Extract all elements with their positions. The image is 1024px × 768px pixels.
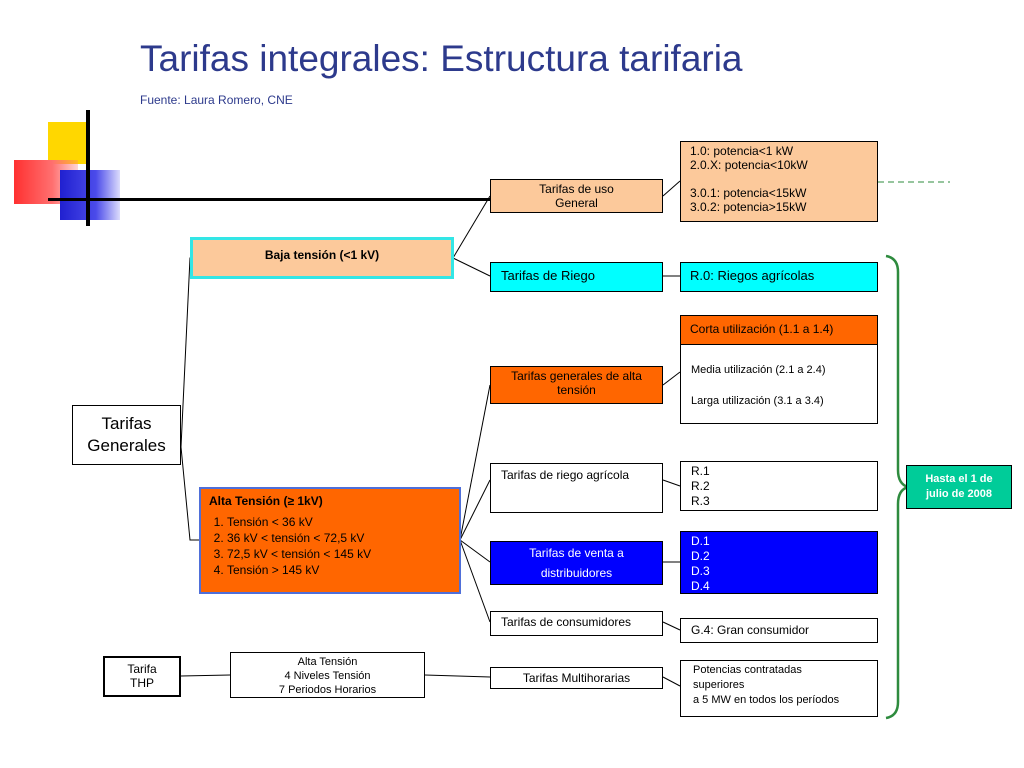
connector-multihorarias-detail [662, 676, 681, 687]
multihorarias-detail: Potencias contratadas superiores a 5 MW … [680, 660, 878, 717]
venta-distribuidores-box: Tarifas de venta a distribuidores [490, 541, 663, 585]
uso-general-line2: General [555, 196, 598, 210]
riego-agricola-detail: R.1 R.2 R.3 [680, 461, 878, 511]
connector-alta-venta [459, 539, 491, 563]
uso-general-detail: 1.0: potencia<1 kW 2.0.X: potencia<10kW … [680, 141, 878, 222]
uso-detail-item: 1.0: potencia<1 kW [690, 144, 794, 158]
thp-box: Tarifa THP [103, 656, 181, 697]
media-larga-spacer [691, 377, 867, 394]
uso-detail-item: 3.0.1: potencia<15kW [690, 186, 807, 200]
slide-source: Fuente: Laura Romero, CNE [140, 93, 293, 107]
multihorarias-item: a 5 MW en todos los períodos [693, 694, 840, 706]
connector-alta-generales [459, 384, 491, 541]
venta-item: D.3 [691, 564, 710, 578]
connector-riegoagr-detail [662, 479, 681, 487]
connector-root-baja [180, 257, 192, 448]
title-rule [150, 198, 490, 201]
baja-tension-box: Baja tensión (<1 kV) [190, 237, 454, 279]
thp-line2: THP [130, 676, 154, 690]
uso-detail-item: 2.0.X: potencia<10kW [690, 158, 808, 172]
riego-detail: R.0: Riegos agrícolas [680, 262, 878, 292]
connector-consumidores-detail [662, 621, 681, 631]
uso-detail-item: 3.0.2: potencia>15kW [690, 200, 807, 214]
uso-detail-spacer [690, 172, 868, 186]
consumidores-label: Tarifas de consumidores [501, 615, 632, 629]
venta-item: D.1 [691, 534, 710, 548]
logo-vertical-bar [86, 110, 90, 226]
slide-logo [10, 110, 150, 230]
connector-alta-consumidores [459, 539, 491, 623]
media-larga-box: Media utilización (2.1 a 2.4) Larga util… [680, 344, 878, 424]
riego-agricola-box: Tarifas de riego agrícola [490, 463, 663, 513]
connector-thp-desc [180, 674, 231, 677]
riego-agricola-item: R.1 [691, 464, 710, 478]
thp-desc-box: Alta Tensión 4 Niveles Tensión 7 Periodo… [230, 652, 425, 698]
logo-horizontal-bar [48, 198, 150, 201]
thp-desc-item: 4 Niveles Tensión [284, 670, 371, 682]
media-utilizacion-label: Media utilización (2.1 a 2.4) [691, 364, 826, 376]
root-line2: Generales [87, 436, 166, 455]
root-line1: Tarifas [101, 414, 152, 433]
deadline-line1: Hasta el 1 de [925, 473, 993, 485]
alta-tension-levels: Tensión < 36 kV 36 kV < tensión < 72,5 k… [209, 514, 451, 578]
logo-yellow-square [48, 122, 90, 164]
connector-root-alta [180, 446, 200, 541]
connector-generales-detail [662, 371, 681, 386]
consumidores-detail: G.4: Gran consumidor [680, 618, 878, 643]
corta-utilizacion-label: Corta utilización (1.1 a 1.4) [690, 322, 834, 336]
consumidores-box: Tarifas de consumidores [490, 611, 663, 636]
alta-tension-box: Alta Tensión (≥ 1kV) Tensión < 36 kV 36 … [199, 487, 461, 594]
generales-alta-box: Tarifas generales de alta tensión [490, 366, 663, 404]
deadline-line2: julio de 2008 [925, 488, 993, 500]
connector-baja-riego [452, 257, 491, 277]
slide-title: Tarifas integrales: Estructura tarifaria [140, 38, 743, 79]
riego-detail-label: R.0: Riegos agrícolas [690, 268, 815, 283]
venta-item: D.2 [691, 549, 710, 563]
curly-brace [885, 254, 913, 720]
logo-blue-square [60, 170, 120, 220]
consumidores-detail-label: G.4: Gran consumidor [691, 623, 810, 637]
thp-desc-item: Alta Tensión [297, 656, 358, 668]
deadline-badge: Hasta el 1 de julio de 2008 [906, 465, 1012, 509]
connector-uso-detail [662, 180, 681, 197]
alta-tension-title: Alta Tensión (≥ 1kV) [209, 494, 323, 508]
uso-general-line1: Tarifas de uso [539, 182, 614, 196]
venta-line2: distribuidores [540, 566, 613, 580]
alta-level: 72,5 kV < tensión < 145 kV [227, 546, 451, 562]
thp-desc-item: 7 Periodos Horarios [278, 684, 377, 696]
baja-tension-label: Baja tensión (<1 kV) [264, 248, 380, 262]
venta-detail: D.1 D.2 D.3 D.4 [680, 531, 878, 594]
alta-level: Tensión > 145 kV [227, 562, 451, 578]
uso-general-box: Tarifas de uso General [490, 179, 663, 213]
venta-line1: Tarifas de venta a [529, 546, 624, 560]
root-tarifas-generales: Tarifas Generales [72, 405, 181, 465]
riego-agricola-item: R.2 [691, 479, 710, 493]
thp-line1: Tarifa [127, 662, 157, 676]
multihorarias-label: Tarifas Multihorarias [522, 671, 631, 685]
multihorarias-box: Tarifas Multihorarias [490, 667, 663, 689]
riego-box: Tarifas de Riego [490, 262, 663, 292]
connector-desc-multihorarias [424, 674, 491, 678]
multihorarias-item: Potencias contratadas [693, 664, 802, 676]
larga-utilizacion-label: Larga utilización (3.1 a 3.4) [691, 395, 824, 407]
riego-agricola-label: Tarifas de riego agrícola [501, 468, 630, 482]
connector-alta-riego [459, 479, 491, 541]
generales-alta-label: Tarifas generales de alta tensión [511, 369, 642, 397]
venta-item: D.4 [691, 579, 710, 593]
multihorarias-item: superiores [693, 679, 745, 691]
connector-baja-uso [452, 195, 491, 259]
riego-agricola-item: R.3 [691, 494, 710, 508]
riego-label: Tarifas de Riego [501, 268, 595, 283]
alta-level: Tensión < 36 kV [227, 514, 451, 530]
alta-level: 36 kV < tensión < 72,5 kV [227, 530, 451, 546]
corta-utilizacion-box: Corta utilización (1.1 a 1.4) [680, 315, 878, 345]
